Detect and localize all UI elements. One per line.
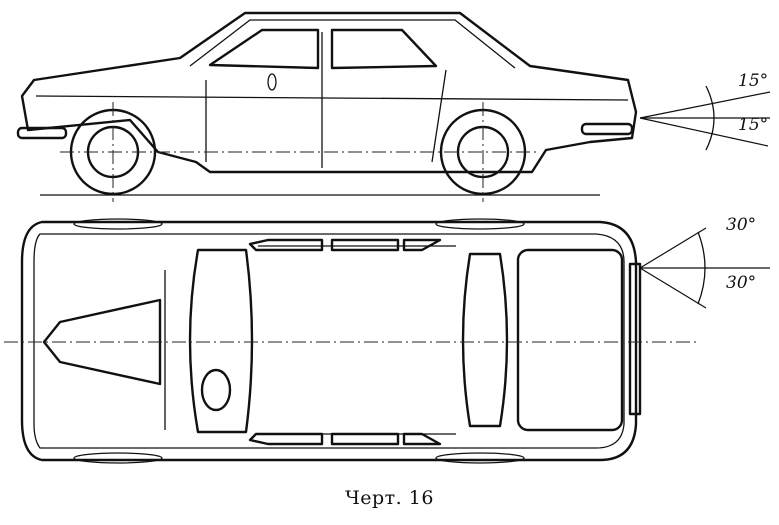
- roof-outline: [258, 245, 456, 435]
- door-seams: [205, 32, 447, 168]
- side-windows-upper: [248, 238, 442, 252]
- window-front-side: [208, 28, 320, 70]
- door-handle: [267, 73, 277, 91]
- figure-caption: Черт. 16: [345, 487, 434, 509]
- steering-wheel: [200, 368, 232, 412]
- angle-down-label: 15°: [738, 115, 768, 135]
- side-windows-lower: [248, 432, 442, 446]
- belt-line: [35, 95, 629, 101]
- windshield: [188, 248, 254, 434]
- wheel-top-fl: [73, 218, 163, 230]
- body-inner-outline: [33, 233, 625, 449]
- ray-upper: [639, 91, 771, 119]
- angle-left-label: 30°: [726, 215, 756, 235]
- rear-bumper-top: [628, 262, 642, 416]
- ray-right: [639, 267, 707, 309]
- wheel-top-rr: [435, 452, 525, 464]
- rear-window: [461, 252, 509, 428]
- roof-line: [189, 19, 516, 69]
- angle-arc-side: [705, 85, 715, 151]
- wheel-top-rl: [435, 218, 525, 230]
- top-view: 30° 30°: [4, 215, 770, 464]
- ray-lower: [639, 117, 769, 147]
- angle-right-label: 30°: [726, 273, 756, 293]
- angle-up-label: 15°: [738, 71, 768, 91]
- car-body-top: [20, 220, 638, 462]
- hood-ornament: [42, 298, 162, 386]
- front-bumper-side: [16, 126, 68, 140]
- side-view: 15° 15°: [16, 11, 771, 202]
- car-body-side: [20, 11, 638, 174]
- wheel-top-fr: [73, 452, 163, 464]
- angle-arc-top: [697, 231, 706, 305]
- rear-bumper-side: [580, 122, 634, 136]
- trunk-lid: [516, 248, 624, 432]
- window-rear-side: [330, 28, 438, 70]
- ray-left: [639, 227, 707, 269]
